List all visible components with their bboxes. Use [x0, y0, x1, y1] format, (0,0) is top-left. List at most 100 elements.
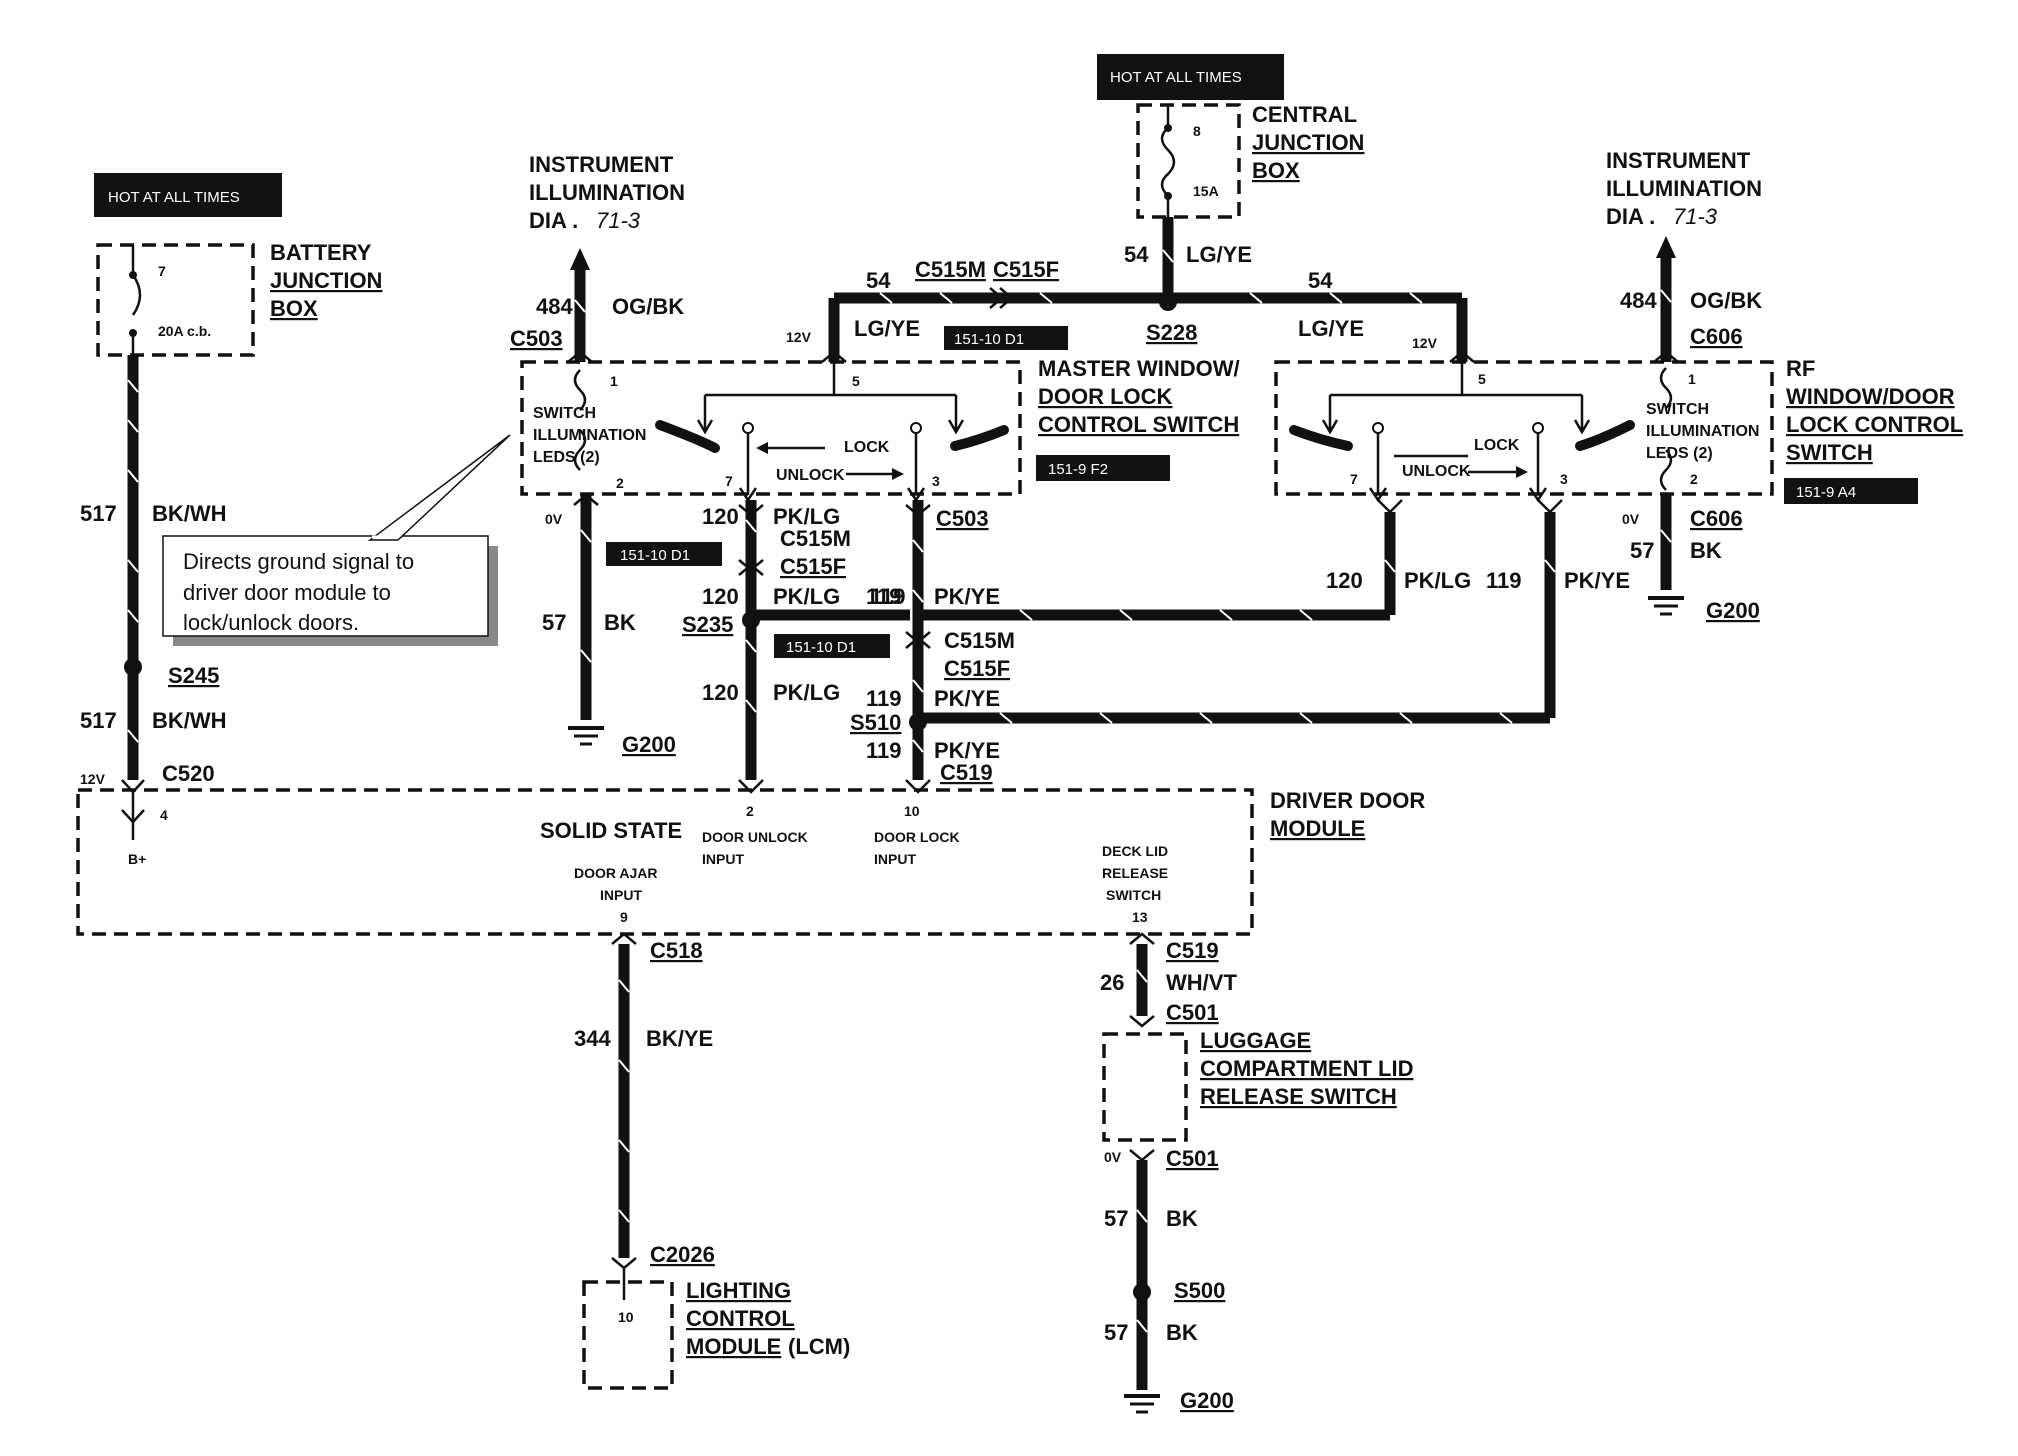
svg-text:LG/YE: LG/YE [1298, 316, 1364, 341]
svg-text:2: 2 [1690, 471, 1698, 487]
svg-text:LEDS (2): LEDS (2) [533, 449, 600, 466]
svg-text:ILLUMINATION: ILLUMINATION [1646, 423, 1759, 440]
battery-junction-box [96, 243, 255, 357]
svg-text:MASTER WINDOW/: MASTER WINDOW/ [1038, 356, 1240, 381]
svg-text:71-3: 71-3 [1673, 204, 1718, 229]
svg-text:344: 344 [574, 1026, 611, 1051]
svg-text:PK/YE: PK/YE [1564, 568, 1630, 593]
svg-text:C519: C519 [940, 760, 993, 785]
svg-text:3: 3 [932, 473, 940, 489]
rf-led-icon [1659, 367, 1673, 409]
svg-text:(LCM): (LCM) [788, 1334, 850, 1359]
svg-text:5: 5 [1478, 371, 1486, 387]
svg-text:PK/LG: PK/LG [773, 680, 840, 705]
svg-text:10: 10 [904, 803, 920, 819]
svg-text:C606: C606 [1690, 506, 1743, 531]
svg-text:10: 10 [618, 1309, 634, 1325]
svg-text:HOT AT ALL TIMES: HOT AT ALL TIMES [1110, 69, 1242, 86]
splice-s500 [1133, 1283, 1151, 1301]
svg-text:ILLUMINATION: ILLUMINATION [529, 180, 685, 205]
svg-text:C503: C503 [936, 506, 989, 531]
svg-text:BK: BK [1166, 1206, 1198, 1231]
svg-text:INSTRUMENT: INSTRUMENT [1606, 148, 1751, 173]
svg-text:57: 57 [1104, 1206, 1128, 1231]
svg-text:4: 4 [160, 807, 168, 823]
svg-text:Directs ground signal to: Directs ground signal to [183, 549, 414, 574]
arrow-up-right-icon [1656, 236, 1676, 258]
note-pointer [367, 434, 511, 541]
svg-text:57: 57 [1104, 1320, 1128, 1345]
svg-text:151-9 A4: 151-9 A4 [1796, 484, 1856, 501]
svg-text:20A c.b.: 20A c.b. [158, 323, 211, 339]
svg-text:119: 119 [866, 738, 902, 763]
svg-text:3: 3 [1560, 471, 1568, 487]
svg-text:BK/WH: BK/WH [152, 501, 227, 526]
svg-text:C520: C520 [162, 761, 215, 786]
lcm-box [582, 1280, 674, 1390]
svg-text:DIA .: DIA . [1606, 204, 1655, 229]
svg-text:SWITCH: SWITCH [533, 405, 596, 422]
arrow-up-icon [570, 248, 590, 270]
hot-label-left-bg [94, 173, 282, 217]
svg-text:OG/BK: OG/BK [1690, 288, 1762, 313]
svg-text:1: 1 [610, 373, 618, 389]
svg-text:PK/LG: PK/LG [773, 584, 840, 609]
svg-text:BOX: BOX [270, 296, 318, 321]
svg-text:PK/YE: PK/YE [934, 584, 1000, 609]
svg-text:S510: S510 [850, 710, 901, 735]
splice-s245 [124, 658, 142, 676]
svg-text:C515F: C515F [780, 554, 846, 579]
svg-text:8: 8 [1193, 123, 1201, 139]
svg-text:57: 57 [1630, 538, 1654, 563]
svg-text:PK/LG: PK/LG [773, 504, 840, 529]
svg-text:LOCK: LOCK [1474, 437, 1520, 454]
svg-text:15A: 15A [1193, 183, 1219, 199]
svg-text:C515M: C515M [780, 526, 851, 551]
svg-text:C519: C519 [1166, 938, 1219, 963]
svg-text:BATTERY: BATTERY [270, 240, 372, 265]
svg-text:RF: RF [1786, 356, 1815, 381]
svg-text:484: 484 [536, 294, 573, 319]
svg-text:12V: 12V [1412, 335, 1438, 351]
svg-text:INSTRUMENT: INSTRUMENT [529, 152, 674, 177]
svg-text:S228: S228 [1146, 320, 1197, 345]
svg-text:C515F: C515F [944, 656, 1010, 681]
svg-text:JUNCTION: JUNCTION [1252, 130, 1364, 155]
driver-door-module-box [76, 788, 1254, 936]
svg-text:LIGHTING: LIGHTING [686, 1278, 791, 1303]
svg-text:G200: G200 [1706, 598, 1760, 623]
svg-text:120: 120 [702, 504, 739, 529]
svg-text:S245: S245 [168, 663, 219, 688]
svg-text:G200: G200 [1180, 1388, 1234, 1413]
svg-text:151-9 F2: 151-9 F2 [1048, 461, 1108, 478]
svg-text:7: 7 [725, 473, 733, 489]
svg-text:C515M: C515M [915, 257, 986, 282]
svg-text:driver door module to: driver door module to [183, 580, 391, 605]
svg-text:151-10 D1: 151-10 D1 [954, 331, 1024, 348]
luggage-switch-box [1102, 1032, 1188, 1142]
svg-text:120: 120 [702, 584, 739, 609]
svg-text:7: 7 [158, 263, 166, 279]
svg-text:54: 54 [1124, 242, 1149, 267]
svg-text:DOOR UNLOCK: DOOR UNLOCK [702, 829, 808, 845]
svg-text:JUNCTION: JUNCTION [270, 268, 382, 293]
svg-text:CONTROL SWITCH: CONTROL SWITCH [1038, 412, 1239, 437]
master-lock-rocker [655, 420, 720, 453]
fuse-icon [1160, 127, 1176, 197]
svg-text:C515M: C515M [944, 628, 1015, 653]
svg-text:PK/LG: PK/LG [1404, 568, 1471, 593]
svg-text:LEDS (2): LEDS (2) [1646, 445, 1713, 462]
svg-text:INPUT: INPUT [874, 851, 916, 867]
svg-text:CENTRAL: CENTRAL [1252, 102, 1357, 127]
svg-text:119: 119 [870, 584, 906, 609]
rf-switch-box [1274, 360, 1774, 496]
svg-text:151-10 D1: 151-10 D1 [620, 547, 690, 564]
svg-text:DOOR LOCK: DOOR LOCK [1038, 384, 1173, 409]
splice-s510 [909, 713, 927, 731]
svg-text:119: 119 [1486, 568, 1522, 593]
svg-text:0V: 0V [1622, 511, 1640, 527]
svg-text:9: 9 [620, 909, 628, 925]
svg-text:DIA .: DIA . [529, 208, 578, 233]
svg-text:DECK LID: DECK LID [1102, 843, 1168, 859]
